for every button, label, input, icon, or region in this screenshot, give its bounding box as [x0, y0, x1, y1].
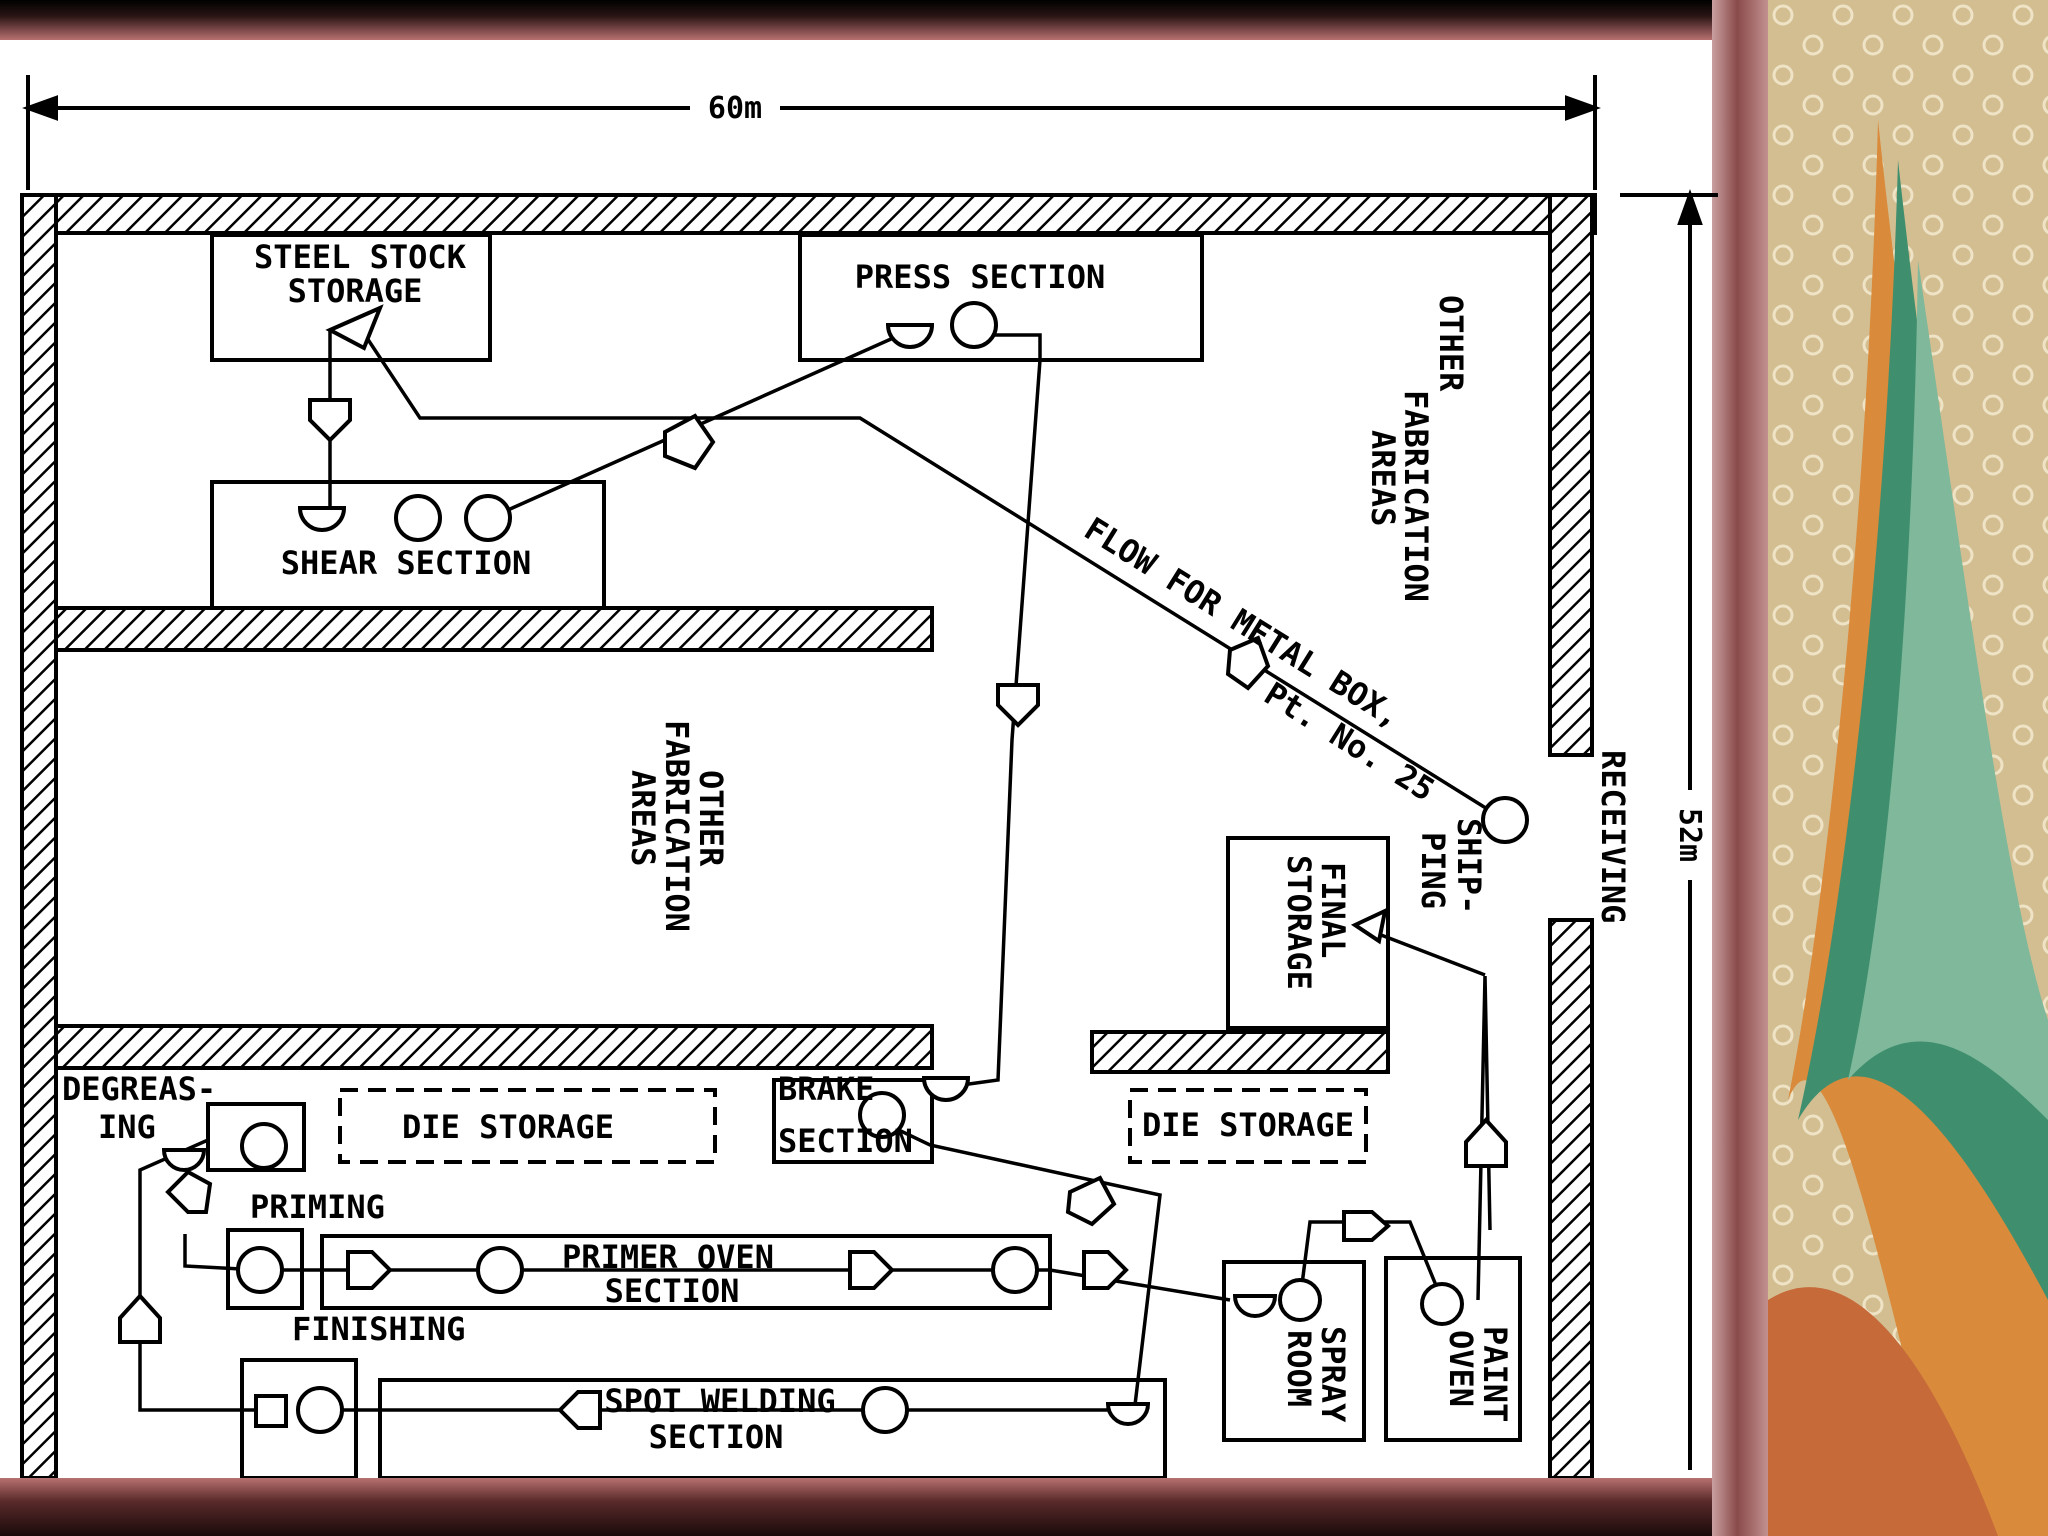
- priming-label: PRIMING: [250, 1188, 385, 1226]
- width-dimension: [22, 75, 1601, 190]
- receiving-label: RECEIVING: [1594, 750, 1632, 923]
- other-fabrication-right-label: OTHER FABRICATION AREAS: [1364, 295, 1470, 602]
- top-frame-band: [0, 0, 1768, 40]
- die-storage-left-label: DIE STORAGE: [402, 1108, 614, 1146]
- other-fab-center-1: OTHER: [692, 770, 730, 867]
- inspection-symbol: [254, 1394, 288, 1428]
- interior-walls: [54, 606, 1390, 1074]
- shear-section-label: SHEAR SECTION: [281, 544, 531, 582]
- degreasing-label-1: DEGREAS-: [62, 1070, 216, 1108]
- die-storage-left-box: [338, 1088, 717, 1164]
- final-storage-box: [1226, 836, 1390, 1030]
- paint-oven-box: [1384, 1256, 1522, 1442]
- final-storage-label-1: FINAL: [1314, 862, 1352, 958]
- spray-room-box: [1222, 1260, 1366, 1442]
- brake-section-label-2: SECTION: [778, 1122, 913, 1160]
- operation-symbols: [236, 301, 1529, 1434]
- degreasing-label-2: ING: [98, 1108, 156, 1146]
- plant-layout-diagram: 60m 52m: [20, 75, 1718, 1478]
- spot-welding-label-1: SPOT WELDING: [604, 1382, 835, 1420]
- height-label: 52m: [1672, 808, 1707, 862]
- shear-section-box: [210, 480, 606, 610]
- finishing-label: FINISHING: [292, 1310, 465, 1348]
- die-storage-right-box: [1128, 1088, 1368, 1164]
- brake-section-label-1: BRAKE: [778, 1070, 874, 1108]
- steel-stock-storage-box: [210, 233, 492, 362]
- other-fabrication-center-label: OTHER FABRICATION AREAS: [624, 720, 730, 932]
- other-fab-right-2: FABRICATION: [1397, 390, 1435, 602]
- other-fab-center-3: AREAS: [624, 770, 662, 866]
- press-section-box: [798, 233, 1204, 362]
- other-fab-right-3: AREAS: [1364, 430, 1402, 526]
- spot-welding-box: [378, 1378, 1167, 1478]
- spray-room-label-1: SPRAY: [1314, 1326, 1352, 1423]
- steel-stock-label-1: STEEL STOCK: [254, 238, 467, 276]
- bottom-frame-band: [0, 1478, 1768, 1536]
- paint-oven-label-1: PAINT: [1476, 1326, 1514, 1422]
- shipping-label-2: PING: [1414, 832, 1452, 909]
- brake-section-box: [772, 1078, 934, 1164]
- primer-oven-box: [320, 1234, 1052, 1310]
- shipping-label-1: SHIP-: [1450, 818, 1488, 914]
- primer-oven-label-1: PRIMER OVEN: [562, 1238, 774, 1276]
- transport-symbols: [118, 398, 1508, 1430]
- steel-stock-label-2: STORAGE: [288, 272, 423, 310]
- final-storage-label-2: STORAGE: [1280, 855, 1318, 990]
- diagram-sheet: [0, 40, 1718, 1478]
- die-storage-right-label: DIE STORAGE: [1142, 1106, 1354, 1144]
- degreasing-box: [206, 1102, 306, 1172]
- other-fab-center-2: FABRICATION: [658, 720, 696, 932]
- other-fab-right-1: OTHER: [1432, 295, 1470, 392]
- spot-welding-label-2: SECTION: [649, 1418, 784, 1456]
- width-label: 60m: [708, 91, 762, 126]
- storage-symbols: [254, 304, 1388, 1428]
- primer-oven-label-2: SECTION: [605, 1272, 740, 1310]
- right-frame-border: [1712, 0, 1768, 1536]
- decorative-ribbons: [1768, 0, 2048, 1536]
- spray-room-label-2: ROOM: [1280, 1330, 1318, 1407]
- finishing-box: [240, 1358, 358, 1478]
- outer-walls: [20, 193, 1597, 1478]
- flow-label: FLOW FOR METAL BOX,: [1078, 510, 1409, 736]
- decorative-side-panel: [1768, 0, 2048, 1536]
- paint-oven-label-2: OVEN: [1442, 1330, 1480, 1407]
- press-section-label: PRESS SECTION: [855, 258, 1105, 296]
- delay-symbols: [161, 323, 1278, 1426]
